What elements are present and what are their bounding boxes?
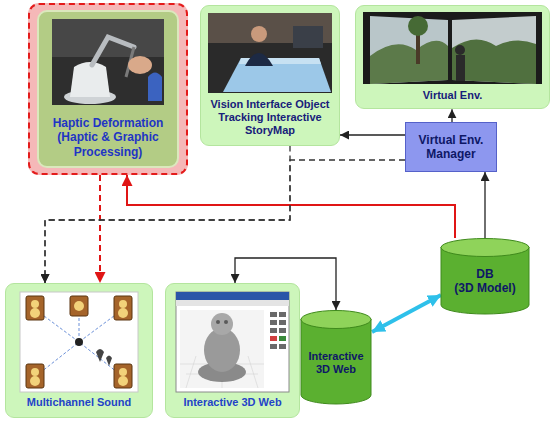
connector — [340, 134, 405, 135]
manager-box: Virtual Env. Manager — [405, 122, 497, 172]
label-block: DB(3D Model) — [446, 267, 524, 296]
node-label: Interactive 3D Web — [172, 396, 293, 409]
label-block: Virtual Env. — [364, 89, 541, 102]
vision-panel: Vision Interface Object Tracking Interac… — [200, 5, 340, 146]
node-label: Virtual Env. Manager — [412, 133, 490, 162]
web-cylinder: Interactive 3D Web — [300, 310, 372, 405]
node-label: Virtual Env. — [364, 89, 541, 102]
connector — [451, 109, 452, 122]
haptic-panel: Haptic Deformation (Haptic & Graphic Pro… — [28, 3, 188, 175]
connector — [99, 175, 101, 283]
connector — [484, 172, 485, 238]
node-label: Haptic Deformation (Haptic & Graphic Pro… — [42, 116, 174, 159]
node-label: (3D Model) — [446, 281, 524, 295]
node-label: Multichannel Sound — [12, 396, 146, 409]
label-block: Haptic Deformation (Haptic & Graphic Pro… — [42, 116, 174, 159]
connector — [372, 295, 441, 332]
database-cylinder: DB(3D Model) — [440, 238, 530, 315]
connector — [45, 160, 405, 283]
label-block: Interactive 3D Web — [304, 350, 368, 376]
node-label: Interactive 3D Web — [304, 350, 368, 376]
label-block: Multichannel Sound — [12, 396, 146, 409]
node-label: Vision Interface Object Tracking Interac… — [209, 98, 331, 138]
web-panel: Interactive 3D Web — [165, 283, 300, 418]
label-block: Interactive 3D Web — [172, 396, 293, 409]
sound-panel: Multichannel Sound — [5, 283, 153, 418]
virtual-env-panel: Virtual Env. — [355, 5, 550, 109]
connector — [127, 175, 455, 238]
node-label: DB — [446, 267, 524, 281]
label-block: Vision Interface Object Tracking Interac… — [209, 98, 331, 138]
label-block: Virtual Env. Manager — [412, 133, 490, 162]
vision-table-photo — [201, 6, 339, 144]
